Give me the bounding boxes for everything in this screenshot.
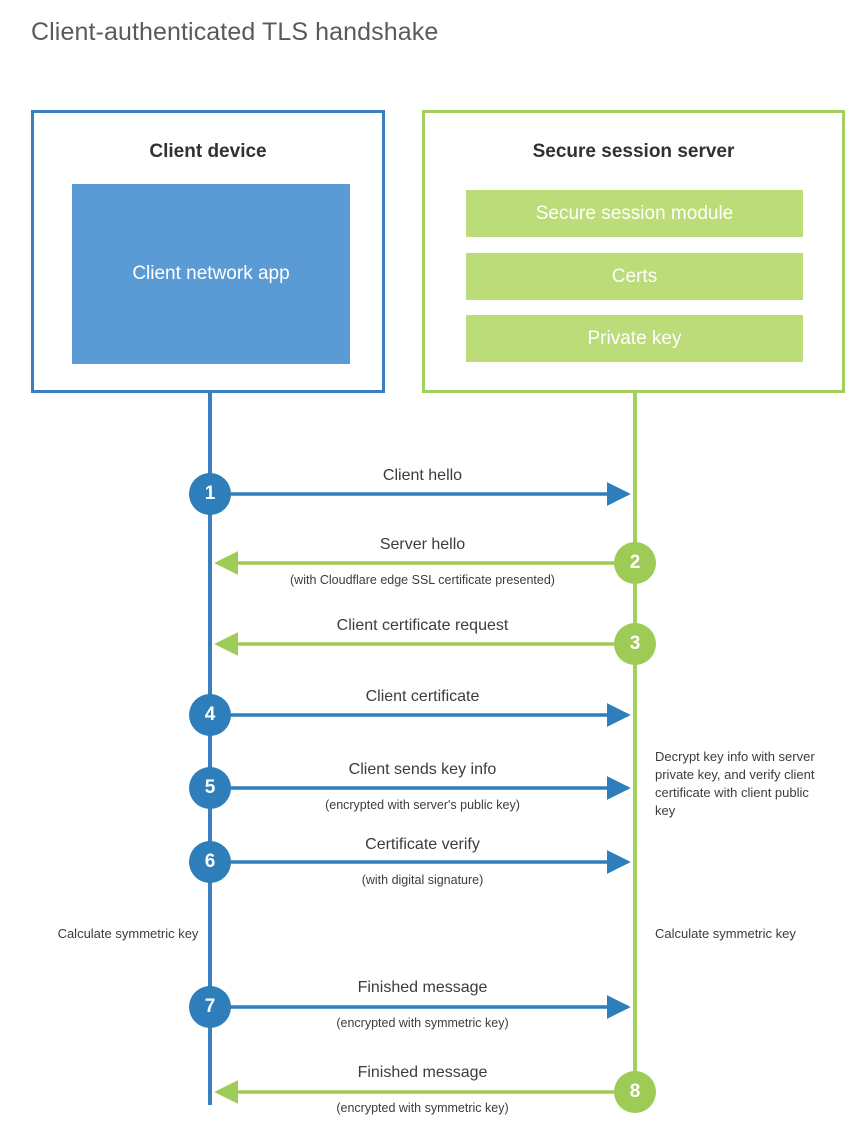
server-component-private-key: Private key — [466, 315, 803, 362]
client-lifeline — [208, 393, 212, 1105]
server-component-certs: Certs — [466, 253, 803, 300]
secure-session-server-title: Secure session server — [532, 141, 735, 162]
step-marker-3[interactable]: 3 — [614, 623, 656, 665]
message-label-7: Finished message — [357, 979, 488, 996]
step-marker-5[interactable]: 5 — [189, 767, 231, 809]
step-marker-6[interactable]: 6 — [189, 841, 231, 883]
step-marker-2[interactable]: 2 — [614, 542, 656, 584]
page-title: Client-authenticated TLS handshake — [31, 18, 439, 46]
note-server-decrypt: Decrypt key info with server private key… — [655, 749, 815, 818]
server-lifeline — [633, 393, 637, 1093]
client-network-app-box: Client network app — [72, 184, 350, 364]
client-network-app-label: Client network app — [132, 263, 290, 284]
note-client-calculate-symmetric-key: Calculate symmetric key — [57, 926, 199, 941]
message-sublabel-6: (with digital signature) — [361, 873, 484, 887]
message-label-1: Client hello — [382, 467, 463, 484]
message-label-2: Server hello — [379, 536, 466, 553]
note-server-calculate-symmetric-key: Calculate symmetric key — [655, 926, 796, 941]
step-marker-7[interactable]: 7 — [189, 986, 231, 1028]
step-marker-8[interactable]: 8 — [614, 1071, 656, 1113]
client-device-box: Client device Client network app — [31, 110, 385, 393]
step-marker-4[interactable]: 4 — [189, 694, 231, 736]
message-sublabel-5: (encrypted with server's public key) — [325, 798, 520, 812]
client-device-title: Client device — [149, 141, 267, 162]
message-sublabel-7: (encrypted with symmetric key) — [336, 1016, 509, 1030]
secure-session-server-box: Secure session server Secure session mod… — [422, 110, 845, 393]
message-label-3: Client certificate request — [336, 617, 509, 634]
message-sublabel-2: (with Cloudflare edge SSL certificate pr… — [290, 573, 555, 587]
message-label-4: Client certificate — [365, 688, 480, 705]
message-sublabel-8: (encrypted with symmetric key) — [336, 1101, 509, 1115]
step-marker-1[interactable]: 1 — [189, 473, 231, 515]
message-label-8: Finished message — [357, 1064, 488, 1081]
server-component-secure-session-module: Secure session module — [466, 190, 803, 237]
message-label-6: Certificate verify — [365, 836, 480, 853]
message-label-5: Client sends key info — [348, 761, 497, 778]
